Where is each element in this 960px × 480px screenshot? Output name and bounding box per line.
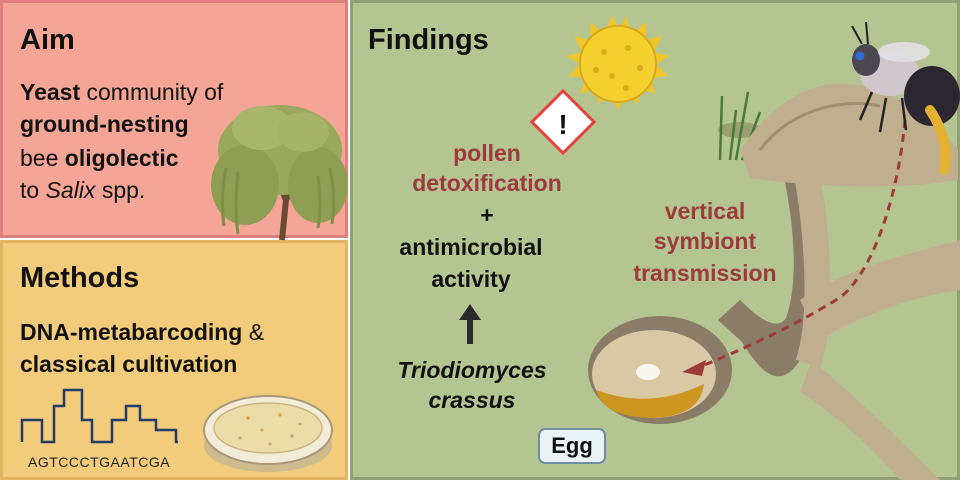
plus-sign: + (480, 202, 494, 228)
antimicrobial-label-2: activity (431, 266, 511, 292)
warning-symbol: ! (558, 109, 567, 140)
egg-label: Egg (538, 428, 606, 464)
pollen-grain-icon (566, 16, 670, 110)
methods-heading: Methods (20, 262, 140, 294)
bee-icon (851, 21, 960, 175)
aim-line-2: ground-nesting (20, 111, 189, 137)
antimicrobial-label-1: antimicrobial (399, 234, 543, 260)
aim-line-1: Yeast community of (20, 79, 224, 105)
aim-line-4: to Salix spp. (20, 177, 146, 203)
dna-sequence: AGTCCCTGAATCGA (28, 454, 171, 470)
findings-heading: Findings (368, 24, 489, 56)
transmission-arrowhead (682, 360, 706, 376)
petri-dish-icon (203, 395, 333, 472)
transmission-arrow (701, 119, 907, 368)
pollen-label-1: pollen (453, 140, 521, 166)
willow-tree-icon (211, 105, 348, 241)
sequencing-trace-icon (20, 388, 178, 444)
yeast-name-1: Triodiomyces (397, 357, 547, 383)
findings-panel (350, 0, 960, 480)
methods-line-1: DNA-metabarcoding & (20, 319, 265, 345)
transmission-label-2: symbiont (653, 228, 757, 254)
up-arrow-icon (459, 304, 481, 344)
pollen-label-2: detoxification (412, 170, 562, 196)
transmission-label-3: transmission (633, 260, 777, 286)
aim-heading: Aim (20, 24, 75, 56)
yeast-name-2: crassus (428, 387, 516, 413)
methods-line-2: classical cultivation (20, 351, 238, 377)
aim-line-3: bee oligolectic (20, 145, 179, 171)
warning-icon: ! (529, 88, 597, 156)
transmission-label-1: vertical (664, 198, 746, 224)
